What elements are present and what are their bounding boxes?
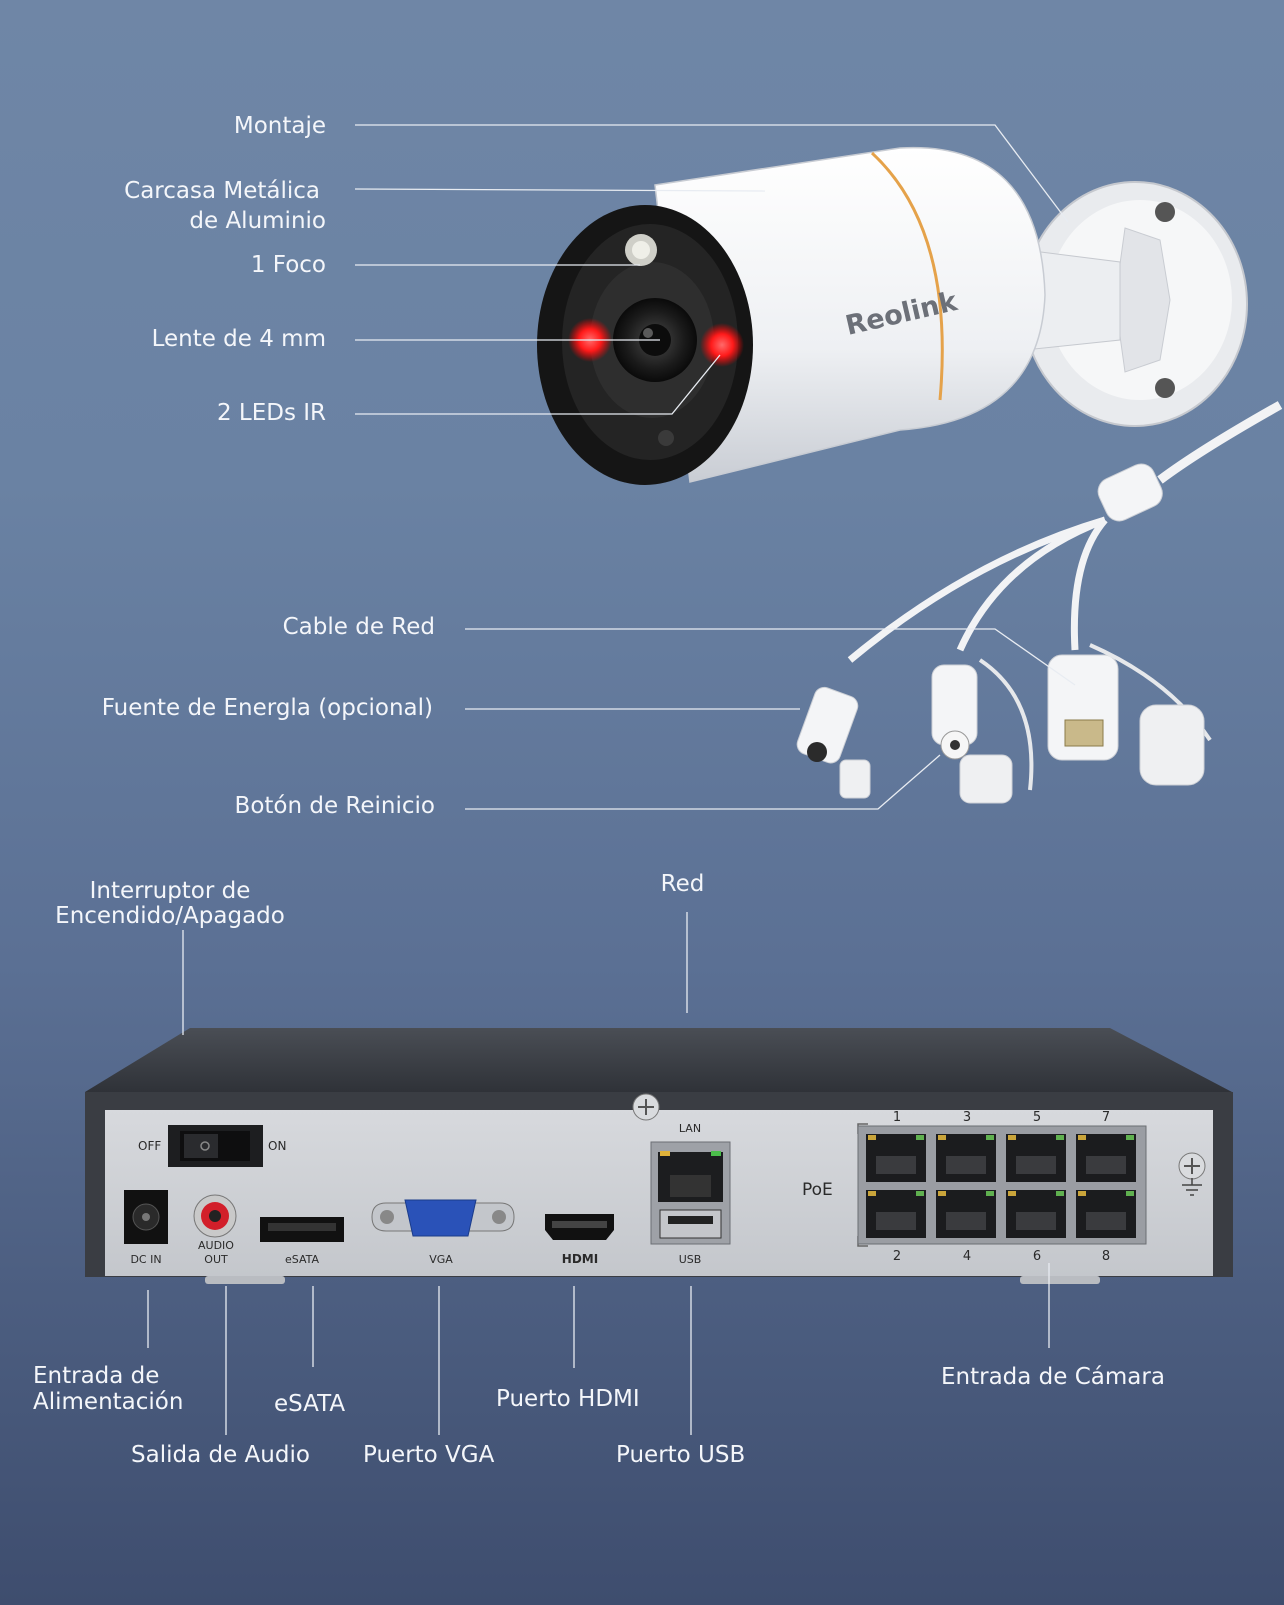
camera-illustration — [537, 146, 1283, 804]
usb-port-label: Puerto USB — [616, 1442, 746, 1468]
lens-label: Lente de 4 mm — [151, 326, 326, 352]
poe-port-pins — [1086, 1156, 1126, 1174]
poe-port-pins — [1016, 1212, 1056, 1230]
panel-vga-text: VGA — [429, 1253, 453, 1266]
poe-port-led-icon — [916, 1191, 924, 1196]
poe-port-led-icon — [1126, 1191, 1134, 1196]
camera-callout-lines — [354, 124, 1076, 810]
poe-port-pins — [876, 1156, 916, 1174]
ir-led-icon — [700, 323, 744, 367]
panel-on-text: ON — [268, 1139, 286, 1153]
poe-port-led-icon — [1008, 1135, 1016, 1140]
poe-port-led-icon — [1056, 1135, 1064, 1140]
dc-connector-icon — [796, 686, 859, 764]
panel-usb-text: USB — [679, 1253, 702, 1266]
poe-port-pins — [946, 1156, 986, 1174]
poe-port-number: 8 — [1102, 1249, 1110, 1264]
reset-button-label: Botón de Reinicio — [234, 793, 435, 819]
screw-icon — [1155, 202, 1175, 222]
power-input-label-line1: Entrada de — [33, 1363, 160, 1389]
power-source-label: Fuente de Energla (opcional) — [101, 695, 433, 721]
housing-label-line2: de Aluminio — [189, 208, 326, 234]
poe-port-pins — [876, 1212, 916, 1230]
nvr-illustration — [85, 1028, 1233, 1284]
network-cable-label: Cable de Red — [282, 614, 435, 640]
poe-port-number: 6 — [1033, 1249, 1041, 1264]
panel-esata-text: eSATA — [285, 1253, 319, 1266]
poe-port-led-icon — [938, 1135, 946, 1140]
power-switch-label-line2: Encendido/Apagado — [55, 903, 285, 929]
poe-port-led-icon — [1078, 1135, 1086, 1140]
poe-port-pins — [1086, 1212, 1126, 1230]
network-label: Red — [660, 871, 705, 897]
poe-port-led-icon — [986, 1191, 994, 1196]
poe-port-led-icon — [868, 1191, 876, 1196]
audio-out-label: Salida de Audio — [131, 1442, 310, 1468]
mount-label: Montaje — [233, 113, 326, 139]
poe-port-number: 5 — [1033, 1110, 1041, 1125]
ir-leds-label: 2 LEDs IR — [216, 400, 326, 426]
poe-port-led-icon — [868, 1135, 876, 1140]
screw-icon — [1155, 378, 1175, 398]
poe-port-led-icon — [916, 1135, 924, 1140]
panel-off-text: OFF — [138, 1139, 161, 1153]
vga-port-label: Puerto VGA — [363, 1442, 495, 1468]
poe-port-pins — [1016, 1156, 1056, 1174]
power-input-label-line2: Alimentación — [33, 1389, 184, 1415]
panel-audio-text: AUDIO — [198, 1239, 234, 1252]
poe-port-led-icon — [1126, 1135, 1134, 1140]
poe-port-number: 1 — [893, 1110, 901, 1125]
vga-port-icon — [404, 1199, 477, 1237]
poe-port-led-icon — [1078, 1191, 1086, 1196]
panel-out-text: OUT — [204, 1253, 228, 1266]
poe-port-led-icon — [1056, 1191, 1064, 1196]
poe-port-numbers: 1 3 5 7 2 4 6 8 — [893, 1110, 1110, 1264]
poe-port-pins — [946, 1212, 986, 1230]
poe-port-led-icon — [986, 1135, 994, 1140]
power-switch-label-line1: Interruptor de — [89, 878, 251, 904]
panel-hdmi-text: HDMI — [562, 1252, 598, 1266]
esata-label: eSATA — [274, 1391, 346, 1417]
poe-port-number: 7 — [1102, 1110, 1110, 1125]
camera-input-label: Entrada de Cámara — [941, 1364, 1165, 1390]
panel-lan-text: LAN — [679, 1122, 701, 1135]
poe-port-number: 2 — [893, 1249, 901, 1264]
spotlight-label: 1 Foco — [250, 252, 326, 278]
poe-port-number: 4 — [963, 1249, 971, 1264]
poe-port-number: 3 — [963, 1110, 971, 1125]
hdmi-port-label: Puerto HDMI — [496, 1386, 640, 1412]
housing-label-line1: Carcasa Metálica — [124, 178, 320, 204]
poe-port-led-icon — [1008, 1191, 1016, 1196]
nvr-callout-lines — [147, 912, 1050, 1435]
panel-dc-in-text: DC IN — [130, 1253, 161, 1266]
panel-poe-text: PoE — [802, 1180, 833, 1200]
poe-ports — [866, 1134, 1136, 1238]
poe-port-led-icon — [938, 1191, 946, 1196]
